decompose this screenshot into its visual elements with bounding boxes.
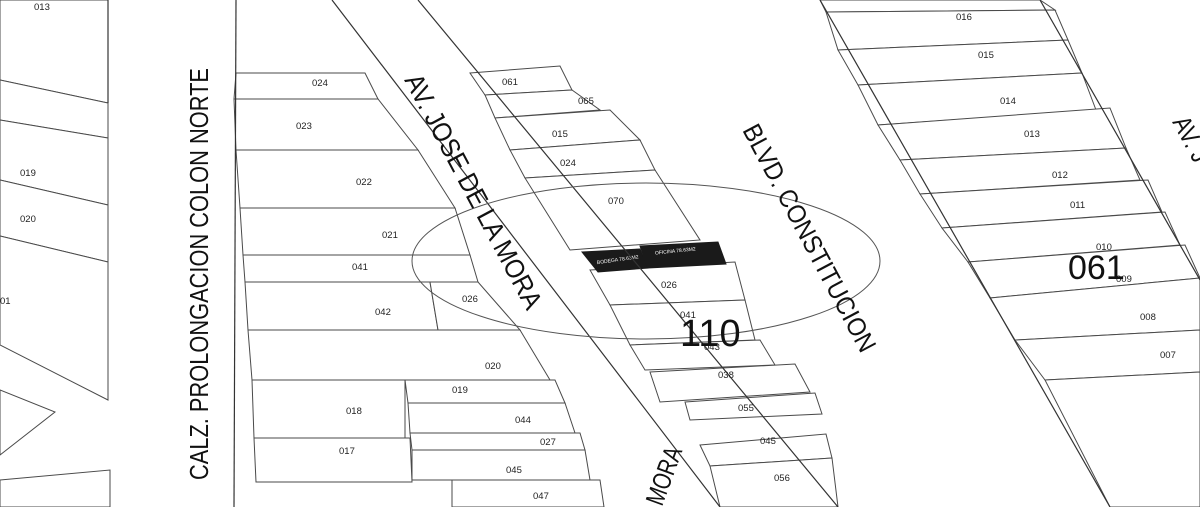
street-constitucion: BLVD. CONSTITUCION bbox=[737, 119, 883, 357]
svg-text:055: 055 bbox=[738, 403, 754, 414]
svg-text:023: 023 bbox=[296, 121, 312, 132]
svg-text:011: 011 bbox=[1070, 200, 1085, 211]
svg-text:026: 026 bbox=[661, 280, 677, 291]
highlight-label-oficina: OFICINA 78.63M2 bbox=[655, 246, 696, 256]
svg-text:065: 065 bbox=[578, 96, 594, 107]
svg-text:014: 014 bbox=[1000, 96, 1016, 107]
svg-text:015: 015 bbox=[978, 50, 994, 61]
svg-text:013: 013 bbox=[34, 2, 50, 13]
highlight-label-bodega: BODEGA 78.63M2 bbox=[597, 254, 640, 266]
svg-text:021: 021 bbox=[382, 230, 398, 241]
svg-text:013: 013 bbox=[1024, 129, 1040, 140]
svg-text:061: 061 bbox=[502, 77, 518, 88]
svg-text:015: 015 bbox=[552, 129, 568, 140]
svg-text:007: 007 bbox=[1160, 350, 1176, 361]
svg-text:016: 016 bbox=[956, 12, 972, 23]
svg-text:018: 018 bbox=[346, 406, 362, 417]
svg-text:044: 044 bbox=[515, 415, 531, 426]
svg-text:019: 019 bbox=[20, 168, 36, 179]
svg-text:010: 010 bbox=[1096, 242, 1112, 253]
svg-text:070: 070 bbox=[608, 196, 624, 207]
street-av-partial: AV. J bbox=[1167, 111, 1200, 167]
svg-text:009: 009 bbox=[1116, 274, 1132, 285]
street-calz-colon: CALZ. PROLONGACION COLON NORTE bbox=[184, 68, 214, 480]
svg-text:045: 045 bbox=[760, 436, 776, 447]
street-mora-partial: MORA bbox=[639, 442, 688, 507]
road-edges bbox=[107, 0, 1200, 507]
svg-text:01: 01 bbox=[0, 296, 11, 307]
svg-text:056: 056 bbox=[774, 473, 790, 484]
svg-text:024: 024 bbox=[312, 78, 328, 89]
svg-text:027: 027 bbox=[540, 437, 556, 448]
block-number-061: 061 bbox=[1068, 249, 1125, 287]
svg-text:045: 045 bbox=[506, 465, 522, 476]
svg-text:012: 012 bbox=[1052, 170, 1068, 181]
right-block-lots bbox=[819, 0, 1200, 507]
svg-text:042: 042 bbox=[375, 307, 391, 318]
block-number-110: 110 bbox=[680, 313, 741, 355]
radius-circle bbox=[411, 182, 881, 340]
middle-block-lot-labels: 061 065 015 024 070 026 026 041 043 038 … bbox=[462, 77, 790, 484]
svg-text:020: 020 bbox=[485, 361, 501, 372]
far-left-lots bbox=[0, 0, 111, 507]
svg-text:024: 024 bbox=[560, 158, 576, 169]
highlighted-property[interactable]: BODEGA 78.63M2 OFICINA 78.63M2 bbox=[581, 241, 727, 273]
svg-text:038: 038 bbox=[718, 370, 734, 381]
left-block-lot-labels: 024 023 022 021 041 042 020 019 018 044 … bbox=[296, 78, 556, 502]
svg-text:043: 043 bbox=[704, 342, 720, 353]
right-block-lot-labels: 016 015 014 013 012 011 010 009 008 007 bbox=[956, 12, 1176, 361]
svg-text:047: 047 bbox=[533, 491, 549, 502]
svg-text:026: 026 bbox=[462, 294, 478, 305]
svg-text:017: 017 bbox=[339, 446, 355, 457]
svg-text:041: 041 bbox=[680, 310, 696, 321]
svg-text:022: 022 bbox=[356, 177, 372, 188]
far-left-lot-labels: 013 019 020 01 bbox=[0, 2, 50, 307]
middle-block-lots bbox=[469, 65, 839, 507]
left-block-lots bbox=[233, 72, 605, 507]
svg-text:019: 019 bbox=[452, 385, 468, 396]
svg-text:008: 008 bbox=[1140, 312, 1156, 323]
svg-text:041: 041 bbox=[352, 262, 368, 273]
svg-text:020: 020 bbox=[20, 214, 36, 225]
